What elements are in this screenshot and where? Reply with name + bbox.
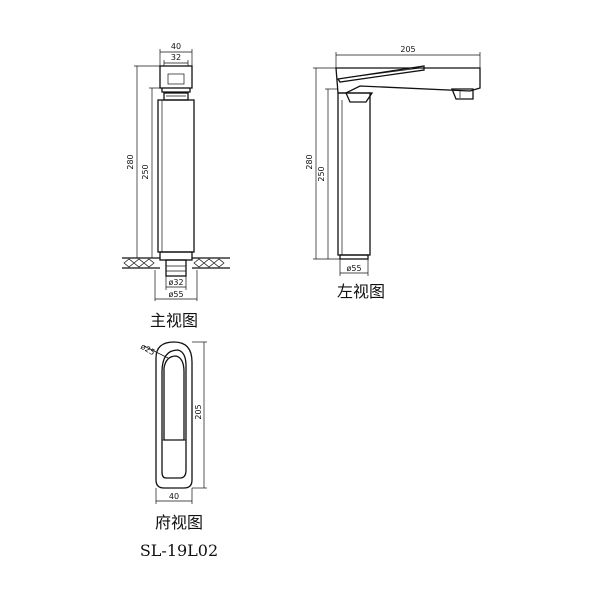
side-view: 205 280 250 ø55 左视图 xyxy=(305,45,481,301)
dim-spout-length: 205 xyxy=(335,45,481,68)
dim-total-height: 280 xyxy=(126,65,160,258)
dim-base-dia-label: ø55 xyxy=(168,290,183,299)
lever xyxy=(336,65,425,83)
dim-base-dia-label: ø55 xyxy=(346,264,361,273)
dim-spout-length-label: 205 xyxy=(400,45,415,54)
dim-top-width-label: 40 xyxy=(171,42,181,51)
dim-inner-width: 32 xyxy=(163,53,189,66)
top-view-caption: 府视图 xyxy=(155,513,203,532)
body xyxy=(157,99,195,253)
dim-width: 40 xyxy=(155,488,193,504)
dim-radius-label: ø25 xyxy=(139,342,157,357)
handle-cartridge xyxy=(167,73,185,85)
spout-outlet xyxy=(163,92,189,101)
dim-base-dia: ø55 xyxy=(154,270,198,301)
threaded-shank xyxy=(165,259,187,277)
body xyxy=(337,92,371,256)
dim-inner-width-label: 32 xyxy=(171,53,181,62)
neck xyxy=(161,88,191,93)
spout-outline xyxy=(155,341,193,489)
dim-base-dia: ø55 xyxy=(339,259,369,276)
dim-body-height-label: 250 xyxy=(141,164,150,179)
front-view-caption: 主视图 xyxy=(150,311,198,330)
dim-pipe-dia: ø32 xyxy=(165,276,187,290)
dim-total-height-label: 280 xyxy=(305,154,314,169)
aerator xyxy=(451,88,474,100)
dim-width-label: 40 xyxy=(169,492,179,501)
neck-joint xyxy=(344,92,374,103)
model-number: SL-19L02 xyxy=(140,541,218,560)
dim-length-label: 205 xyxy=(194,404,203,419)
dim-total-height-label: 280 xyxy=(126,154,135,169)
dim-body-height: 250 xyxy=(317,88,338,259)
dim-pipe-dia-label: ø32 xyxy=(168,278,183,287)
countertop-hatch xyxy=(122,257,230,269)
top-view: ø25 205 40 府视图 xyxy=(139,341,207,532)
inner-outline xyxy=(161,349,187,479)
dim-body-height: 250 xyxy=(141,87,162,258)
dim-length: 205 xyxy=(192,341,207,489)
base xyxy=(339,254,369,260)
handle-box xyxy=(159,65,193,89)
aerator-recess xyxy=(163,355,185,441)
dim-top-width: 40 xyxy=(159,42,193,66)
front-view: 40 32 280 250 ø32 ø xyxy=(122,42,230,330)
side-view-caption: 左视图 xyxy=(337,282,385,301)
dim-body-height-label: 250 xyxy=(317,166,326,181)
base xyxy=(159,251,193,261)
dim-total-height: 280 xyxy=(305,67,340,260)
